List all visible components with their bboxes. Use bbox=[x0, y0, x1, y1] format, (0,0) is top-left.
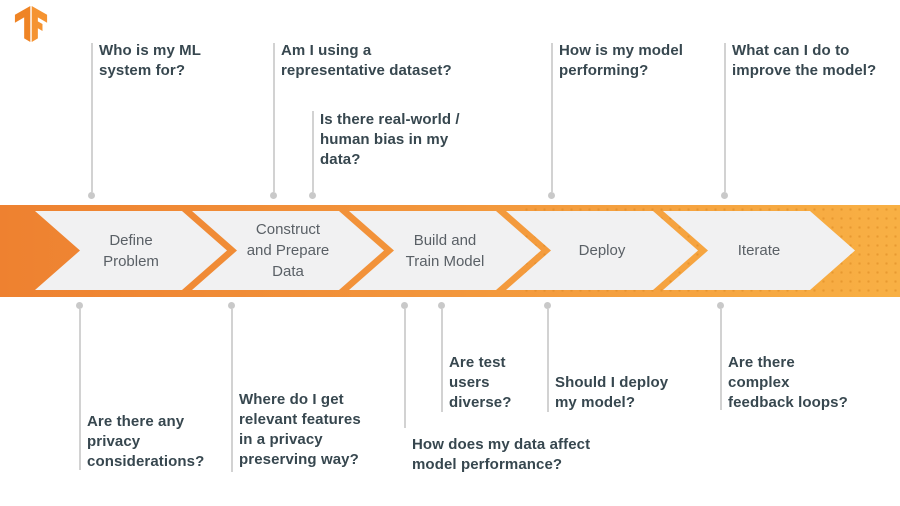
connector-top-3-dot bbox=[309, 192, 316, 199]
question-should-i-deploy: Should I deploy my model? bbox=[555, 374, 669, 411]
question-real-world-human-bias: Is there real-world / human bias in my d… bbox=[320, 111, 460, 168]
question-model-performing: How is my model performing? bbox=[559, 42, 684, 79]
stage-label: Deploy bbox=[578, 242, 626, 259]
connector-bottom-5-dot bbox=[544, 302, 551, 309]
connector-bottom-3-line bbox=[404, 309, 406, 428]
connector-top-2-dot bbox=[270, 192, 277, 199]
connector-top-2-line bbox=[273, 43, 275, 192]
connector-top-1-dot bbox=[88, 192, 95, 199]
question-complex-feedback-loops: Are there complex feedback loops? bbox=[728, 354, 848, 411]
stage-label: Build and Train Model bbox=[405, 231, 485, 270]
connector-bottom-2-line bbox=[231, 309, 233, 472]
connector-bottom-6-dot bbox=[717, 302, 724, 309]
stage-label: Iterate bbox=[737, 242, 781, 259]
connector-bottom-4-line bbox=[441, 309, 443, 412]
question-representative-dataset: Am I using a representative dataset? bbox=[281, 42, 452, 79]
connector-bottom-3-dot bbox=[401, 302, 408, 309]
stage-construct-and-prepare-data: Construct and Prepare Data bbox=[192, 211, 384, 290]
connector-top-1-line bbox=[91, 43, 93, 192]
connector-top-4-line bbox=[551, 43, 553, 192]
connector-top-4-dot bbox=[548, 192, 555, 199]
tensorflow-logo-icon bbox=[14, 6, 48, 42]
question-who-is-my-ml-system-for: Who is my ML system for? bbox=[99, 42, 202, 79]
question-privacy-considerations: Are there any privacy considerations? bbox=[87, 413, 205, 470]
connector-bottom-1-line bbox=[79, 309, 81, 470]
connector-bottom-1-dot bbox=[76, 302, 83, 309]
question-relevant-features-privacy: Where do I get relevant features in a pr… bbox=[239, 391, 361, 468]
workflow-banner: Define Problem Construct and Prepare Dat… bbox=[0, 205, 900, 297]
stage-label: Construct and Prepare Data bbox=[246, 221, 330, 280]
stage-define-problem: Define Problem bbox=[35, 211, 227, 290]
question-data-affect-performance: How does my data affect model performanc… bbox=[412, 436, 591, 473]
connector-bottom-5-line bbox=[547, 309, 549, 412]
connector-bottom-4-dot bbox=[438, 302, 445, 309]
question-improve-the-model: What can I do to improve the model? bbox=[732, 42, 877, 79]
stage-label: Define Problem bbox=[103, 231, 159, 270]
connector-top-3-line bbox=[312, 111, 314, 192]
connector-bottom-6-line bbox=[720, 309, 722, 410]
connector-top-5-line bbox=[724, 43, 726, 192]
connector-top-5-dot bbox=[721, 192, 728, 199]
question-test-users-diverse: Are test users diverse? bbox=[449, 354, 512, 411]
connector-bottom-2-dot bbox=[228, 302, 235, 309]
